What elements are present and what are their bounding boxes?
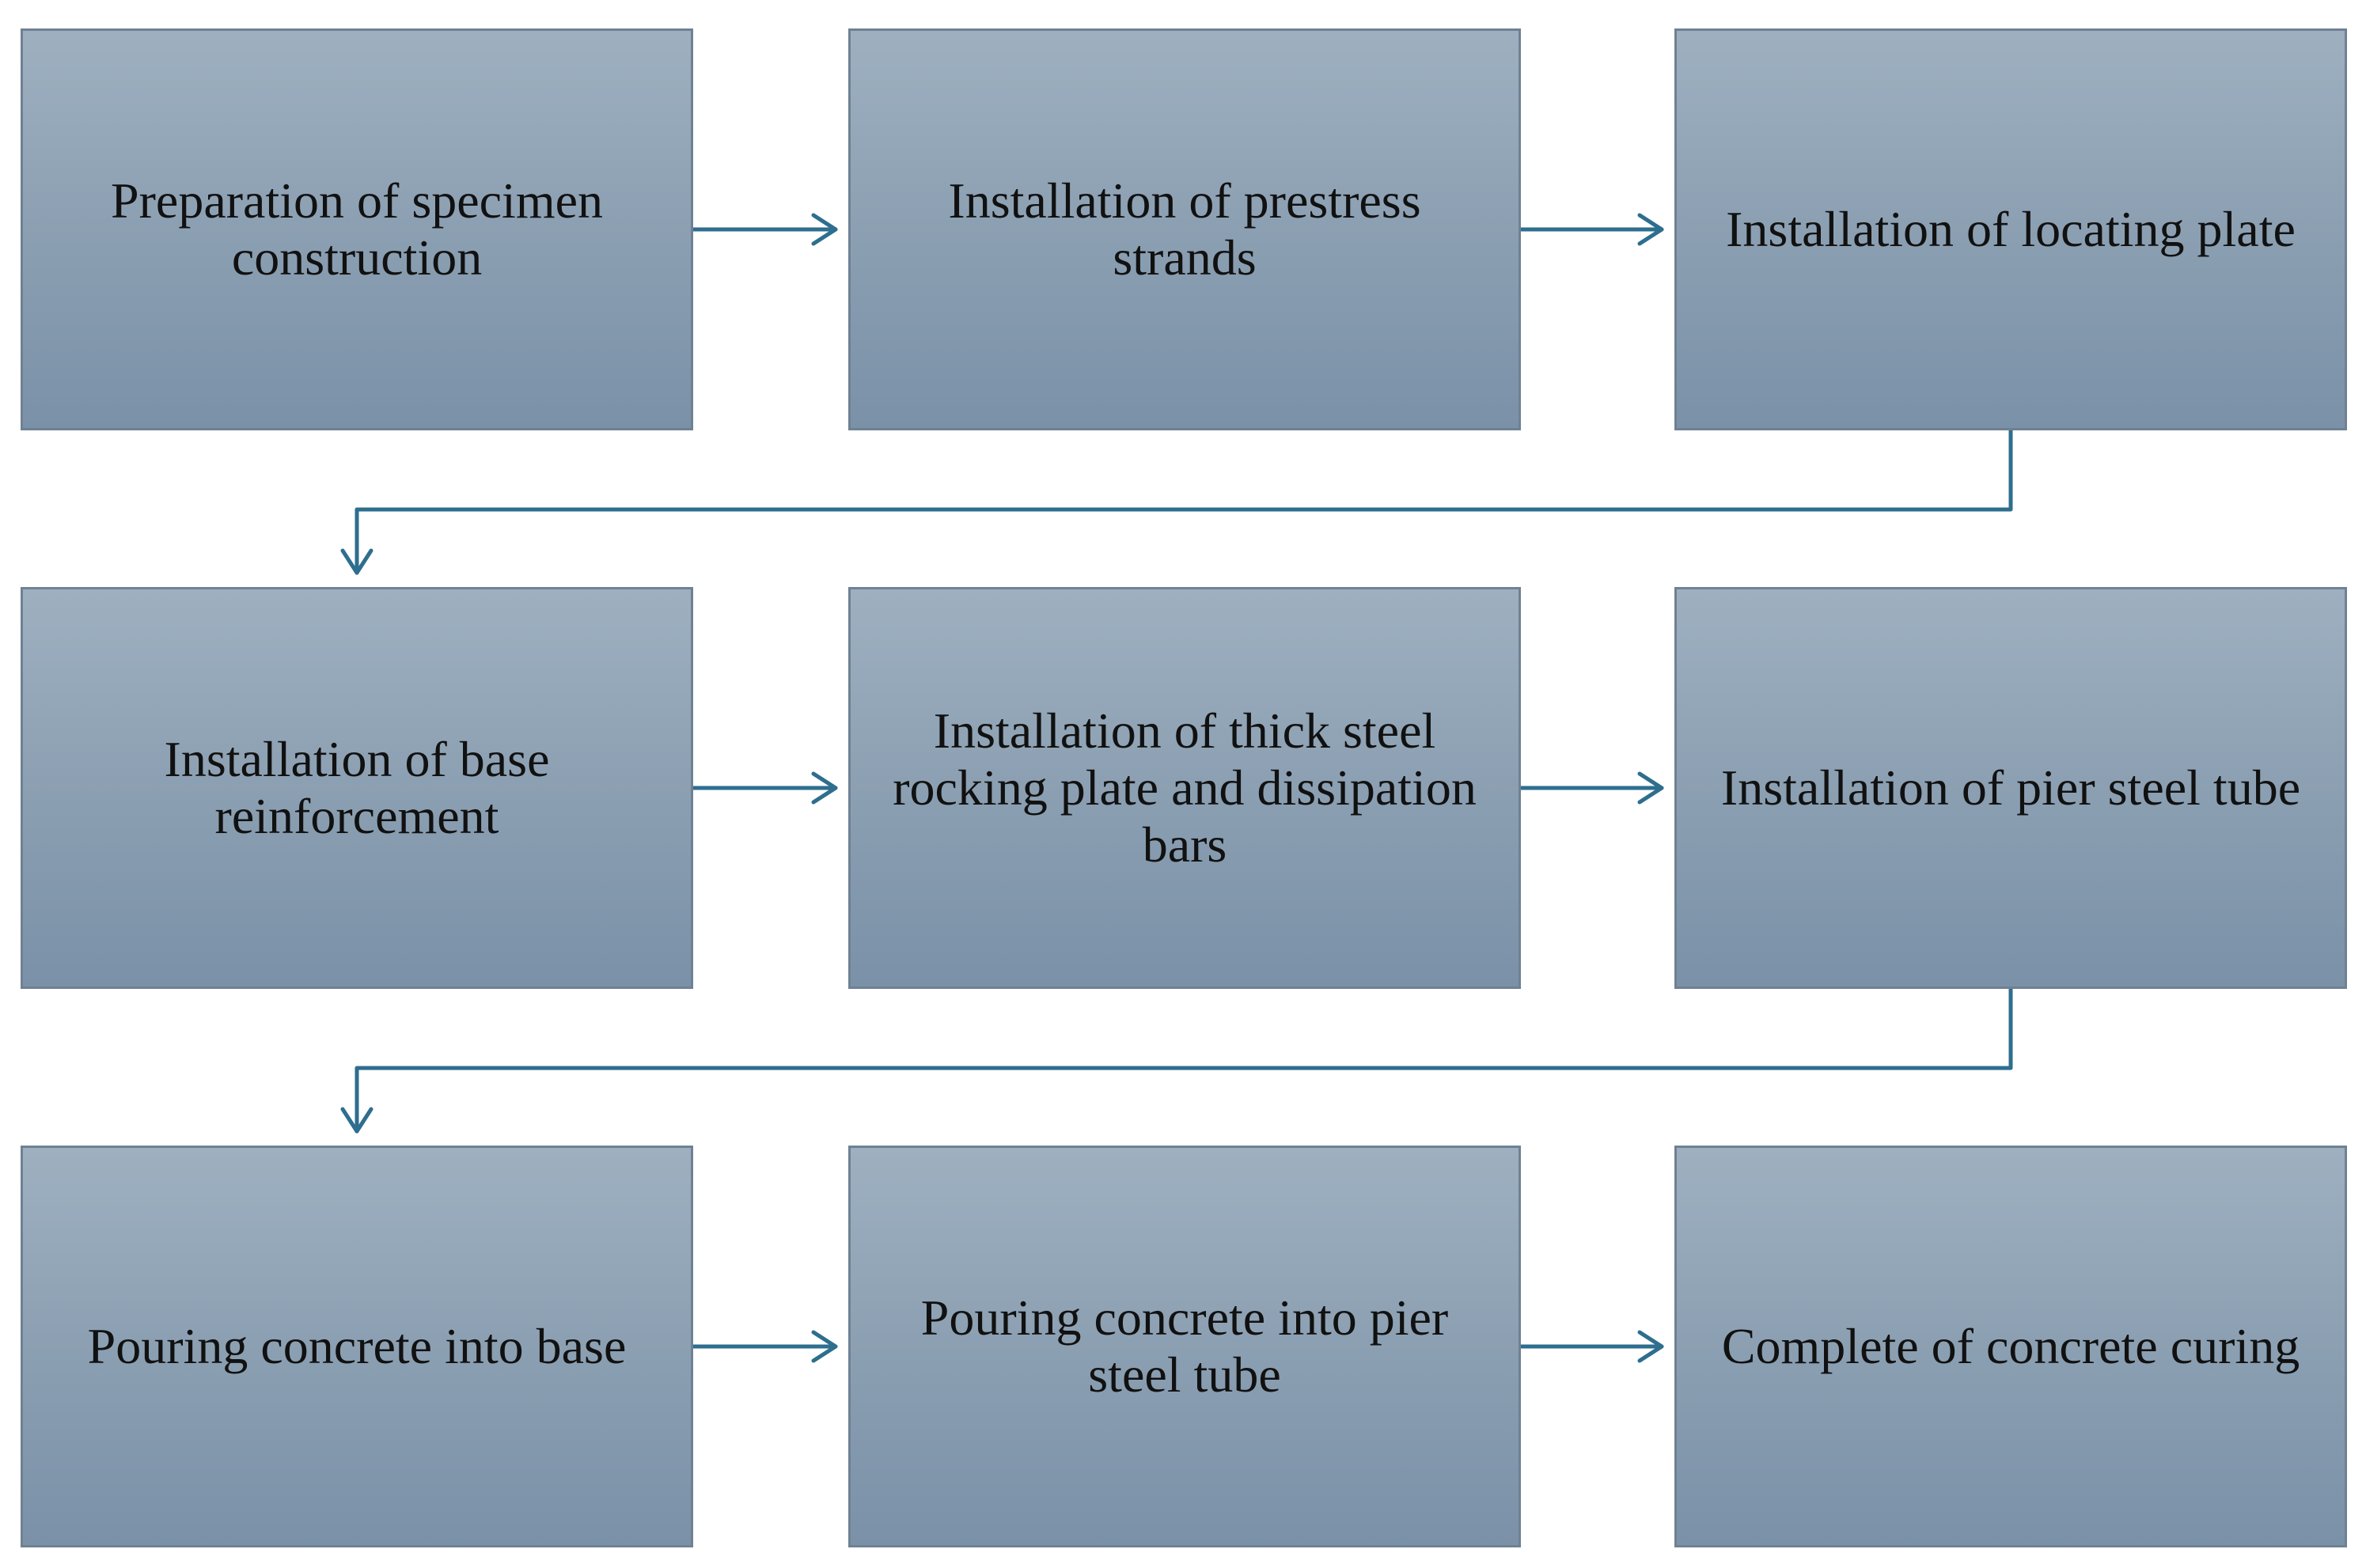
arrowhead-step6-to-step7 xyxy=(340,1107,373,1134)
arrowhead-step2-to-step3 xyxy=(1637,213,1664,246)
step-box-6: Installation of pier steel tube xyxy=(1674,587,2347,989)
step-box-5: Installation of thick steel rocking plat… xyxy=(848,587,1521,989)
step-box-3: Installation of locating plate xyxy=(1674,28,2347,430)
arrow-step6-to-step7 xyxy=(355,987,2013,1134)
arrowhead-step1-to-step2 xyxy=(811,213,838,246)
step-label-1: Preparation of specimen construction xyxy=(111,172,603,286)
step-label-9: Complete of concrete curing xyxy=(1721,1318,2300,1374)
step-box-8: Pouring concrete into pier steel tube xyxy=(848,1146,1521,1547)
arrowhead-step5-to-step6 xyxy=(1637,771,1664,805)
step-label-5: Installation of thick steel rocking plat… xyxy=(893,703,1477,873)
step-label-7: Pouring concrete into base xyxy=(87,1318,627,1374)
step-label-6: Installation of pier steel tube xyxy=(1720,759,2301,816)
step-box-4: Installation of base reinforcement xyxy=(21,587,693,989)
arrowhead-step7-to-step8 xyxy=(811,1330,838,1363)
arrowhead-step8-to-step9 xyxy=(1637,1330,1664,1363)
step-label-8: Pouring concrete into pier steel tube xyxy=(920,1290,1449,1403)
step-box-9: Complete of concrete curing xyxy=(1674,1146,2347,1547)
step-label-3: Installation of locating plate xyxy=(1726,201,2296,257)
step-box-1: Preparation of specimen construction xyxy=(21,28,693,430)
arrowhead-step4-to-step5 xyxy=(811,771,838,805)
step-label-4: Installation of base reinforcement xyxy=(164,731,550,844)
step-label-2: Installation of prestress strands xyxy=(948,172,1421,286)
step-box-7: Pouring concrete into base xyxy=(21,1146,693,1547)
arrow-step3-to-step4 xyxy=(355,428,2013,575)
arrowhead-step3-to-step4 xyxy=(340,548,373,575)
step-box-2: Installation of prestress strands xyxy=(848,28,1521,430)
